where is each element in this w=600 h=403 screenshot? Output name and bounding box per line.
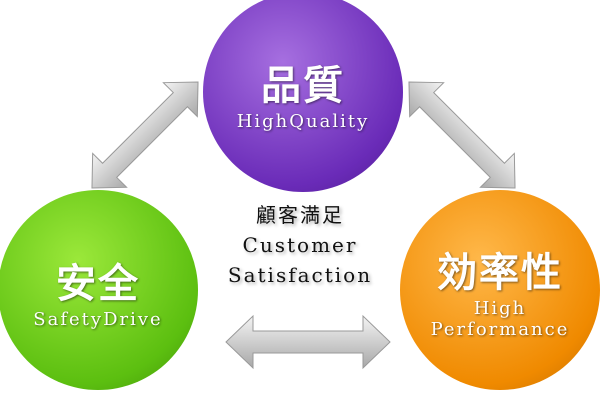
center-line2: Satisfaction — [227, 263, 373, 287]
performance-english-2: Performance — [430, 319, 570, 340]
center-line1: Customer — [242, 233, 358, 257]
arrow-safety-performance — [225, 314, 391, 370]
arrow-quality-safety — [91, 81, 199, 189]
safety-circle: 安全 SafetyDrive — [0, 190, 198, 390]
customer-satisfaction-label: 顧客満足 Customer Satisfaction — [205, 200, 395, 290]
quality-circle: 品質 HighQuality — [203, 0, 403, 192]
safety-kanji: 安全 — [56, 259, 140, 307]
arrow-quality-performance — [408, 81, 516, 189]
quality-kanji: 品質 — [261, 61, 345, 109]
performance-circle: 効率性 High Performance — [400, 190, 600, 390]
performance-kanji: 効率性 — [437, 249, 563, 296]
safety-english: SafetyDrive — [33, 308, 163, 330]
performance-english-1: High — [473, 298, 527, 319]
quality-english: HighQuality — [236, 110, 370, 132]
center-kanji: 顧客満足 — [256, 203, 344, 227]
